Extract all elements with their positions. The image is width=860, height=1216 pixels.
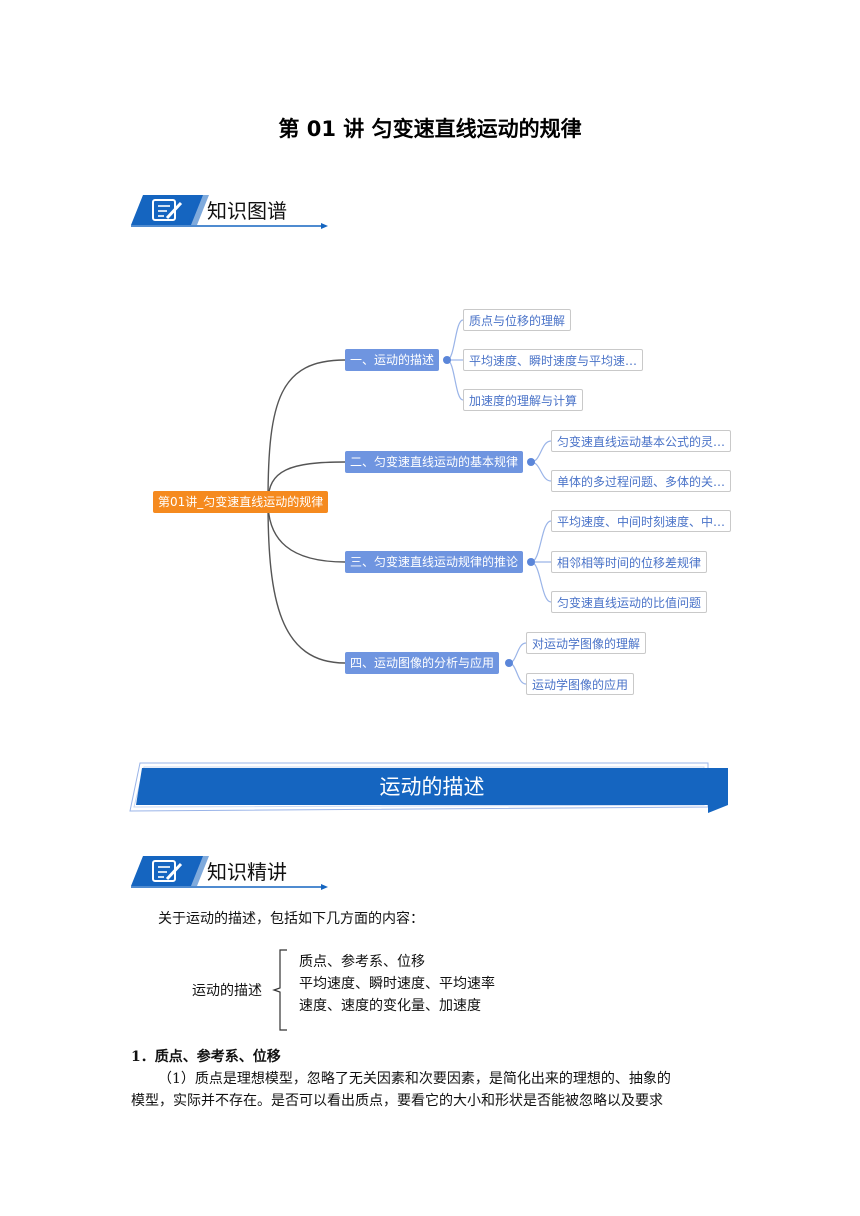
leaf-node[interactable]: 加速度的理解与计算 xyxy=(463,389,584,411)
leaf-node[interactable]: 相邻相等时间的位移差规律 xyxy=(551,551,708,573)
mind-map-root[interactable]: 第01讲_匀变速直线运动的规律 xyxy=(153,491,329,513)
leaf-node[interactable]: 平均速度、瞬时速度与平均速… xyxy=(463,349,644,371)
bracket-label: 运动的描述 xyxy=(192,983,262,999)
branch-basic-laws[interactable]: 二、匀变速直线运动的基本规律 xyxy=(345,451,524,473)
leaf-node[interactable]: 匀变速直线运动的比值问题 xyxy=(551,591,708,613)
leaf-node[interactable]: 对运动学图像的理解 xyxy=(526,632,647,654)
page-title: 第 01 讲 匀变速直线运动的规律 xyxy=(278,117,582,141)
subheading: 1．质点、参考系、位移 xyxy=(131,1049,281,1065)
paragraph-line: 模型，实际并不存在。是否可以看出质点，要看它的大小和形状是否能被忽略以及要求 xyxy=(131,1093,663,1109)
curly-brace xyxy=(272,949,287,1031)
leaf-node[interactable]: 单体的多过程问题、多体的关… xyxy=(551,470,732,492)
section-label: 知识图谱 xyxy=(207,199,287,223)
leaf-node[interactable]: 质点与位移的理解 xyxy=(463,309,572,331)
intro-text: 关于运动的描述，包括如下几方面的内容： xyxy=(158,911,424,927)
leaf-node[interactable]: 匀变速直线运动基本公式的灵… xyxy=(551,430,732,452)
chapter-banner-title: 运动的描述 xyxy=(379,775,485,799)
chapter-banner xyxy=(129,762,728,813)
paragraph-line: （1）质点是理想模型，忽略了无关因素和次要因素，是简化出来的理想的、抽象的 xyxy=(158,1071,671,1087)
leaf-node[interactable]: 运动学图像的应用 xyxy=(526,673,635,695)
leaf-node[interactable]: 平均速度、中间时刻速度、中… xyxy=(551,510,732,532)
notepad-pencil-icon xyxy=(152,199,183,221)
section-header-knowledge-map: 知识图谱 xyxy=(131,195,331,235)
notepad-pencil-icon xyxy=(152,860,183,882)
branch-motion-graphs[interactable]: 四、运动图像的分析与应用 xyxy=(345,652,500,674)
mind-map: 第01讲_匀变速直线运动的规律 一、运动的描述 二、匀变速直线运动的基本规律 三… xyxy=(153,309,732,695)
section-header-graphic xyxy=(131,195,328,229)
bracket-item: 质点、参考系、位移 xyxy=(299,954,425,970)
branch-corollaries[interactable]: 三、匀变速直线运动规律的推论 xyxy=(345,551,524,573)
bracket-item: 速度、速度的变化量、加速度 xyxy=(299,998,481,1014)
branch-motion-description[interactable]: 一、运动的描述 xyxy=(345,349,440,371)
section-label: 知识精讲 xyxy=(207,860,287,884)
bracket-item: 平均速度、瞬时速度、平均速率 xyxy=(299,976,495,992)
mind-map-connectors xyxy=(267,319,552,685)
section-header-knowledge-explain: 知识精讲 xyxy=(131,856,331,896)
section-header-graphic xyxy=(131,856,328,890)
